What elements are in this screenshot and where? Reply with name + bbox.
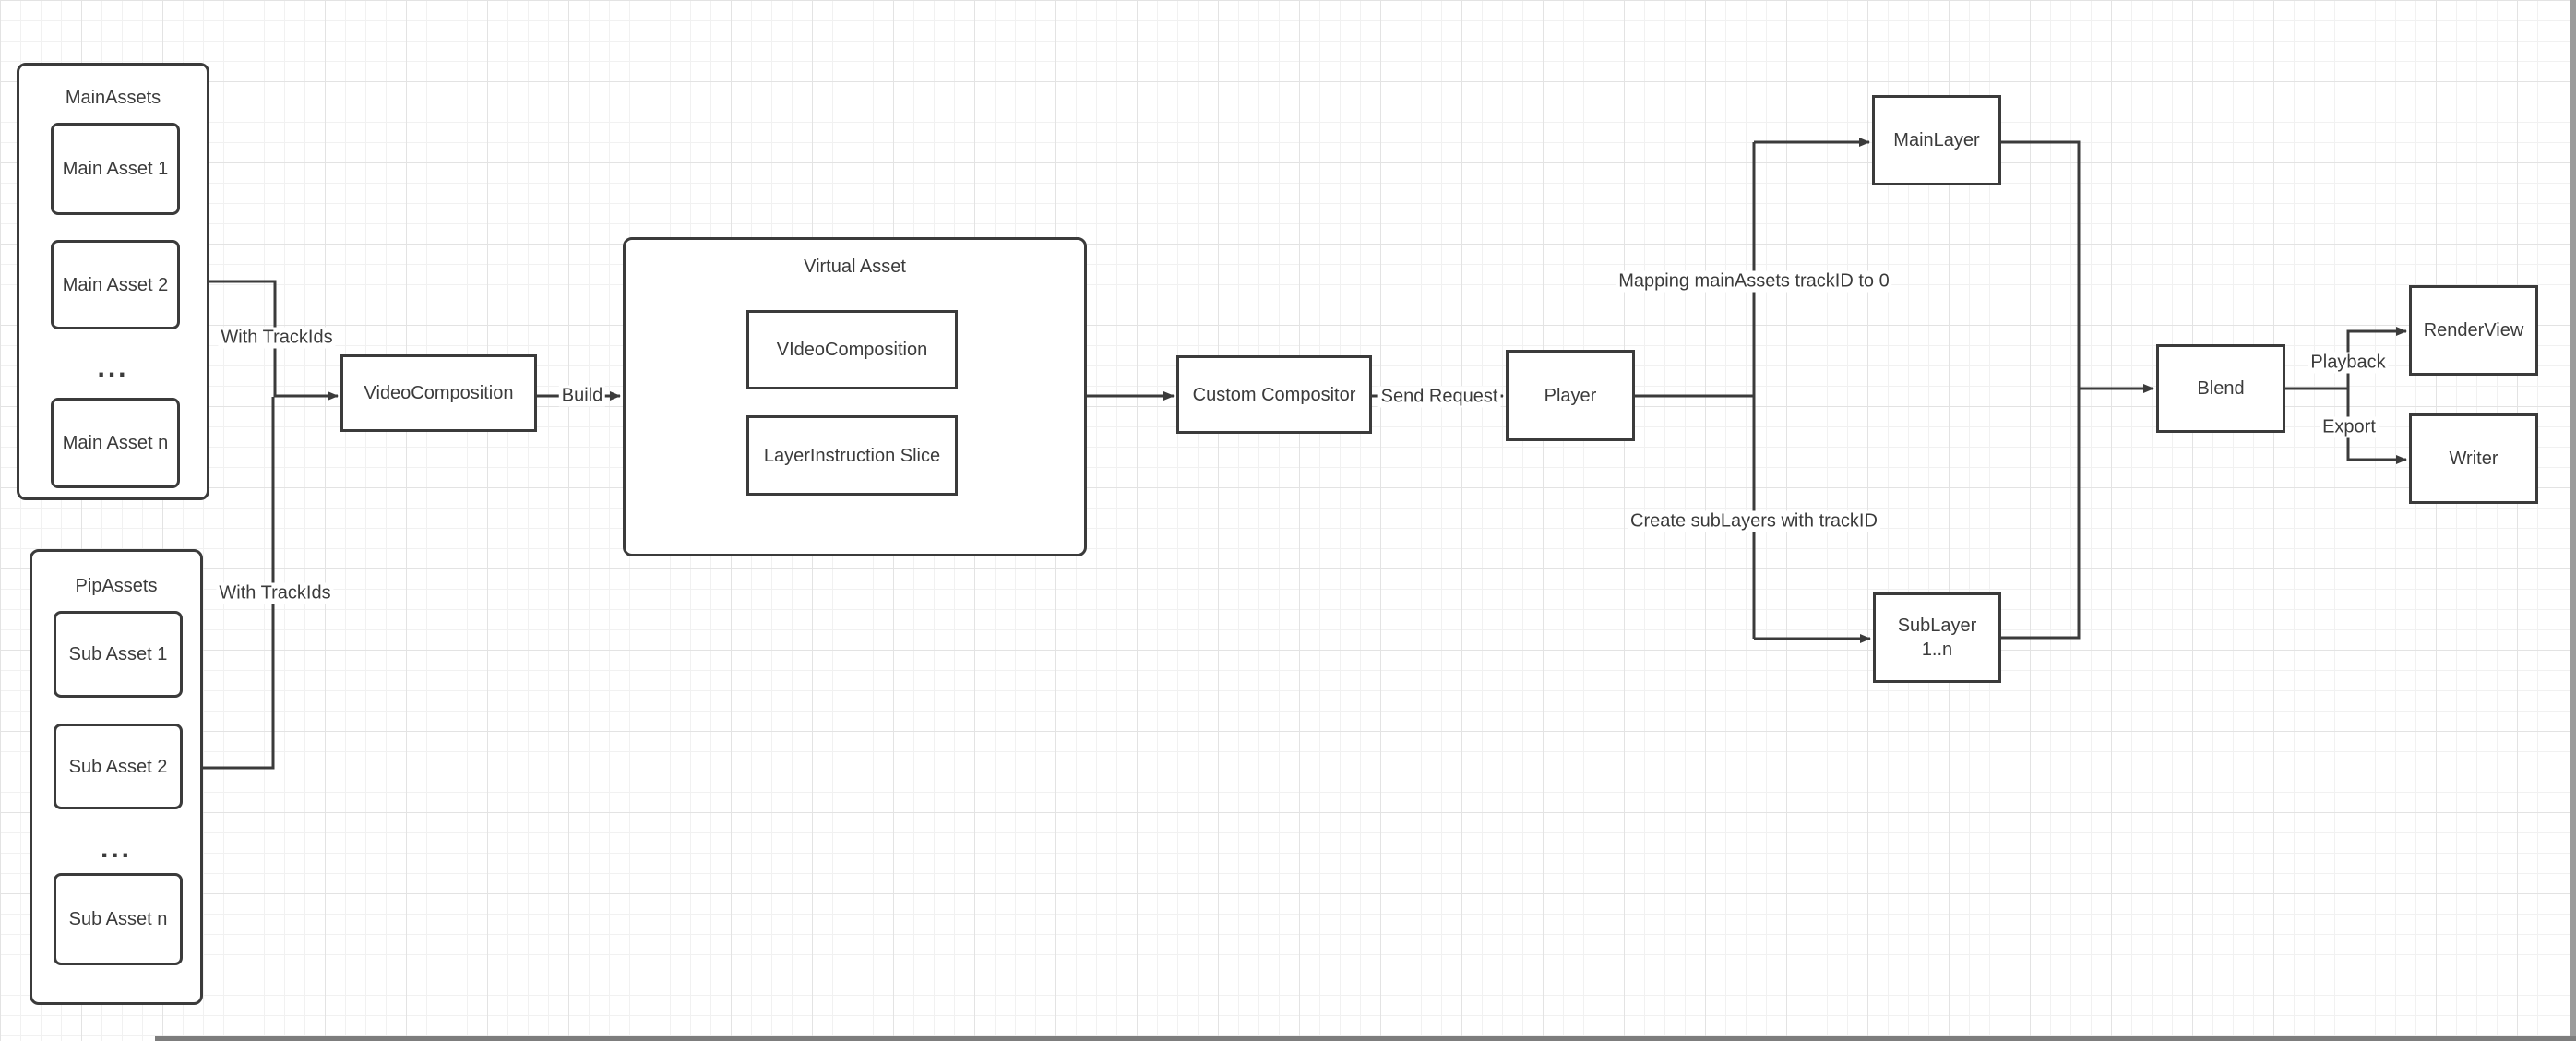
vertical-scrollbar[interactable] xyxy=(2570,0,2576,1041)
export-label: Export xyxy=(2320,416,2379,438)
edge-export-branch[interactable] xyxy=(2346,389,2407,464)
edge-layers-merge-vertical[interactable] xyxy=(2001,140,2081,640)
with-trackids-main-label: With TrackIds xyxy=(218,327,336,349)
main-asset-1-box[interactable]: Main Asset 1 xyxy=(51,123,180,215)
mapping-trackid-label: Mapping mainAssets trackID to 0 xyxy=(1616,270,1892,293)
main-layer-box[interactable]: MainLayer xyxy=(1872,95,2001,185)
sub-layer-box[interactable]: SubLayer 1..n xyxy=(1873,592,2001,683)
with-trackids-pip-label: With TrackIds xyxy=(216,582,334,604)
layer-instruction-slice-box[interactable]: LayerInstruction Slice xyxy=(746,415,958,496)
pip-assets-ellipsis: ... xyxy=(100,833,132,864)
custom-compositor-box[interactable]: Custom Compositor xyxy=(1176,355,1372,434)
main-assets-group[interactable]: MainAssets Main Asset 1 Main Asset 2 ...… xyxy=(17,63,209,500)
sub-asset-2-box[interactable]: Sub Asset 2 xyxy=(54,724,183,809)
playback-label: Playback xyxy=(2308,352,2389,374)
sub-asset-1-box[interactable]: Sub Asset 1 xyxy=(54,611,183,698)
send-request-label: Send Request xyxy=(1377,386,1501,408)
create-sublayers-label: Create subLayers with trackID xyxy=(1628,510,1880,532)
video-composition-box[interactable]: VideoComposition xyxy=(340,354,537,432)
sub-asset-n-box[interactable]: Sub Asset n xyxy=(54,873,183,965)
horizontal-scrollbar[interactable] xyxy=(155,1036,2576,1041)
virtual-asset-group[interactable]: Virtual Asset VIdeoComposition LayerInst… xyxy=(623,237,1087,556)
main-asset-2-box[interactable]: Main Asset 2 xyxy=(51,240,180,329)
writer-box[interactable]: Writer xyxy=(2409,413,2538,504)
pip-assets-group[interactable]: PipAssets Sub Asset 1 Sub Asset 2 ... Su… xyxy=(30,549,203,1005)
virtual-asset-title: Virtual Asset xyxy=(804,257,906,277)
inner-videocomposition-box[interactable]: VIdeoComposition xyxy=(746,310,958,389)
edge-pipassets-to-videocomposition[interactable] xyxy=(203,397,275,770)
render-view-box[interactable]: RenderView xyxy=(2409,285,2538,376)
blend-box[interactable]: Blend xyxy=(2156,344,2285,433)
main-assets-ellipsis: ... xyxy=(97,353,129,383)
main-asset-n-box[interactable]: Main Asset n xyxy=(51,398,180,488)
player-box[interactable]: Player xyxy=(1506,350,1635,441)
main-assets-title: MainAssets xyxy=(65,88,161,108)
pip-assets-title: PipAssets xyxy=(75,576,158,596)
build-label: Build xyxy=(558,385,606,407)
